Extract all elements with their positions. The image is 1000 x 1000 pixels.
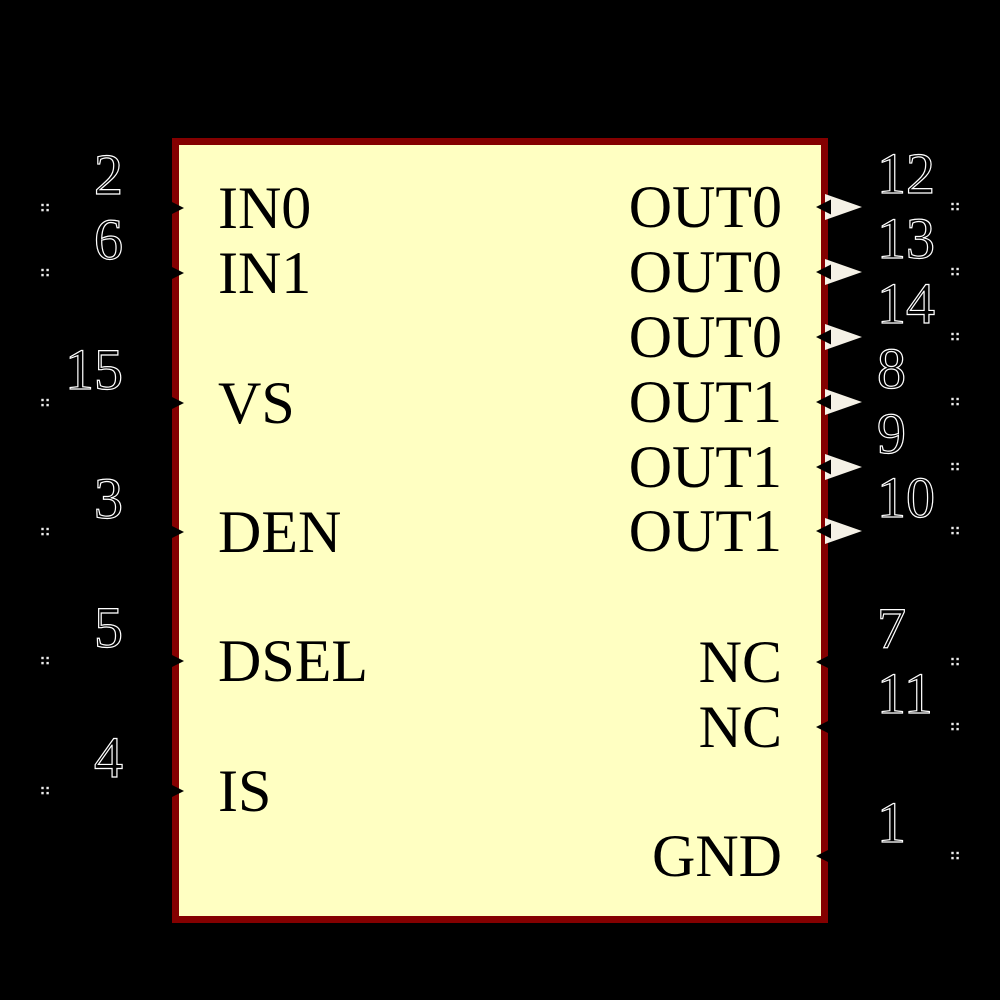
pin-right-9: 9 OUT1: [629, 400, 959, 500]
pin-number: 12: [877, 141, 935, 206]
pin-name: IS: [218, 758, 271, 824]
pin-number: 13: [877, 206, 935, 271]
pin-number: 14: [877, 271, 935, 336]
pin-number: 7: [877, 596, 906, 661]
pin-number: 8: [877, 336, 906, 401]
pin-name: OUT1: [629, 369, 782, 435]
component-body: [172, 138, 828, 923]
pin-right-8: 8 OUT1: [629, 335, 959, 435]
pin-name: OUT1: [629, 434, 782, 500]
pin-right-1: 1 GND: [652, 789, 959, 889]
pin-name: DEN: [218, 499, 341, 565]
pin-name: OUT0: [629, 174, 782, 240]
pin-left-5: 5 DSEL: [41, 594, 368, 694]
pin-name: OUT1: [629, 498, 782, 564]
pin-right-10: 10 OUT1: [629, 464, 959, 564]
pin-left-3: 3 DEN: [41, 465, 341, 565]
pin-name: IN0: [218, 175, 311, 241]
pin-right-13: 13 OUT0: [629, 205, 959, 305]
pin-name: GND: [652, 823, 782, 889]
pin-number: 4: [94, 725, 123, 790]
pin-name: OUT0: [629, 304, 782, 370]
pin-right-12: 12 OUT0: [629, 140, 959, 240]
pin-name: NC: [699, 694, 782, 760]
pin-right-7: 7 NC: [699, 595, 959, 695]
pin-left-2: 2 IN0: [41, 141, 311, 241]
pin-number: 6: [94, 207, 123, 272]
pin-name: DSEL: [218, 628, 368, 694]
pin-name: OUT0: [629, 239, 782, 305]
pin-name: VS: [218, 370, 295, 436]
pin-right-11: 11 NC: [699, 660, 959, 760]
pin-name: IN1: [218, 240, 311, 306]
pin-number: 10: [877, 465, 935, 530]
pin-left-4: 4 IS: [41, 724, 271, 824]
pin-number: 9: [877, 401, 906, 466]
pin-number: 1: [877, 790, 906, 855]
pin-number: 3: [94, 466, 123, 531]
pin-left-6: 6 IN1: [41, 206, 311, 306]
pin-number: 5: [94, 595, 123, 660]
pin-number: 15: [65, 337, 123, 402]
pin-name: NC: [699, 629, 782, 695]
pin-right-14: 14 OUT0: [629, 270, 959, 370]
pin-left-15: 15 VS: [41, 336, 295, 436]
pin-number: 11: [877, 661, 933, 726]
pin-number: 2: [94, 142, 123, 207]
